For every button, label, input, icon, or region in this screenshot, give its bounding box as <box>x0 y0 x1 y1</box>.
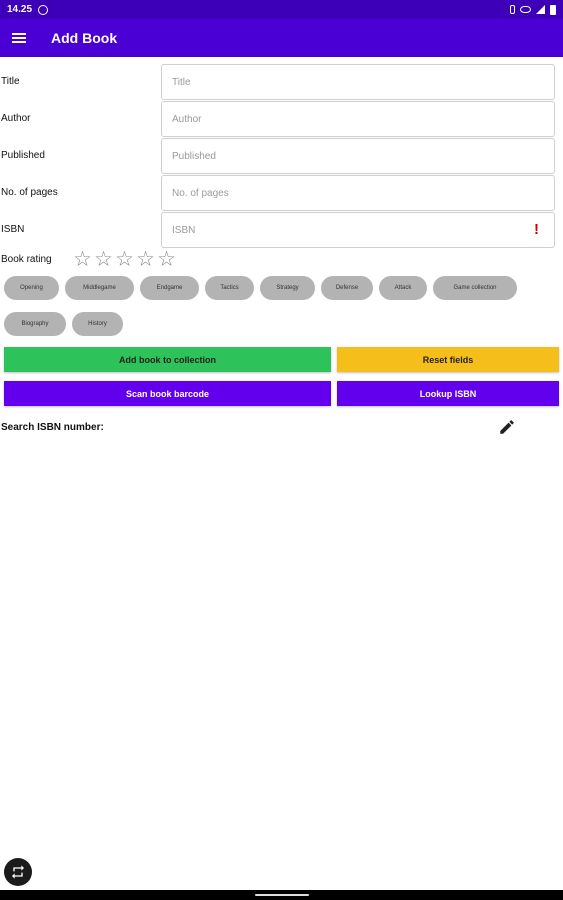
status-bar: 14.25 <box>0 0 563 19</box>
star-icon[interactable]: ☆ <box>73 247 92 271</box>
search-isbn-label: Search ISBN number: <box>1 422 104 433</box>
pages-label: No. of pages <box>1 187 58 198</box>
author-label: Author <box>1 113 31 124</box>
battery-icon <box>550 4 556 15</box>
star-icon[interactable]: ☆ <box>157 247 176 271</box>
star-icon[interactable]: ☆ <box>115 247 134 271</box>
pencil-icon[interactable] <box>498 418 516 436</box>
error-icon: ! <box>534 221 539 238</box>
title-label: Title <box>1 76 20 87</box>
lookup-isbn-button[interactable]: Lookup ISBN <box>337 381 559 406</box>
status-time: 14.25 <box>7 4 33 15</box>
rating-label: Book rating <box>1 254 52 265</box>
title-input[interactable] <box>161 64 555 100</box>
home-handle[interactable] <box>255 894 309 896</box>
chip-middlegame[interactable]: Middlegame <box>65 276 134 300</box>
chip-tactics[interactable]: Tactics <box>205 276 254 300</box>
chip-history[interactable]: History <box>72 312 123 336</box>
chip-strategy[interactable]: Strategy <box>260 276 315 300</box>
eye-icon <box>520 6 531 13</box>
chip-endgame[interactable]: Endgame <box>140 276 199 300</box>
page-title: Add Book <box>51 30 118 46</box>
pages-input[interactable] <box>161 175 555 211</box>
chip-defense[interactable]: Defense <box>321 276 373 300</box>
navigation-bar <box>0 890 563 900</box>
scan-barcode-button[interactable]: Scan book barcode <box>4 381 331 406</box>
published-input[interactable] <box>161 138 555 174</box>
rating-row: Book rating ☆ ☆ ☆ ☆ ☆ <box>0 249 563 271</box>
title-row: Title <box>0 64 563 101</box>
pages-row: No. of pages <box>0 175 563 212</box>
author-input[interactable] <box>161 101 555 137</box>
isbn-input[interactable] <box>161 212 555 248</box>
rotate-icon[interactable] <box>4 858 32 886</box>
chip-opening[interactable]: Opening <box>4 276 59 300</box>
isbn-row: ISBN ! <box>0 212 563 249</box>
chip-biography[interactable]: Biography <box>4 312 66 336</box>
published-row: Published <box>0 138 563 175</box>
rating-stars: ☆ ☆ ☆ ☆ ☆ <box>72 249 177 270</box>
category-chips-row-1: Opening Middlegame Endgame Tactics Strat… <box>4 276 559 300</box>
author-row: Author <box>0 101 563 138</box>
chip-attack[interactable]: Attack <box>379 276 427 300</box>
menu-icon[interactable] <box>12 33 26 43</box>
category-chips-row-2: Biography History <box>4 312 559 336</box>
bluetooth-icon <box>510 5 515 14</box>
isbn-label: ISBN <box>1 224 25 235</box>
published-label: Published <box>1 150 45 161</box>
notification-icon <box>38 4 49 15</box>
star-icon[interactable]: ☆ <box>94 247 113 271</box>
chip-game-collection[interactable]: Game collection <box>433 276 517 300</box>
signal-icon <box>536 5 545 14</box>
star-icon[interactable]: ☆ <box>136 247 155 271</box>
reset-fields-button[interactable]: Reset fields <box>337 347 559 372</box>
add-book-button[interactable]: Add book to collection <box>4 347 331 372</box>
system-icons <box>510 4 556 15</box>
app-bar: Add Book <box>0 19 563 57</box>
